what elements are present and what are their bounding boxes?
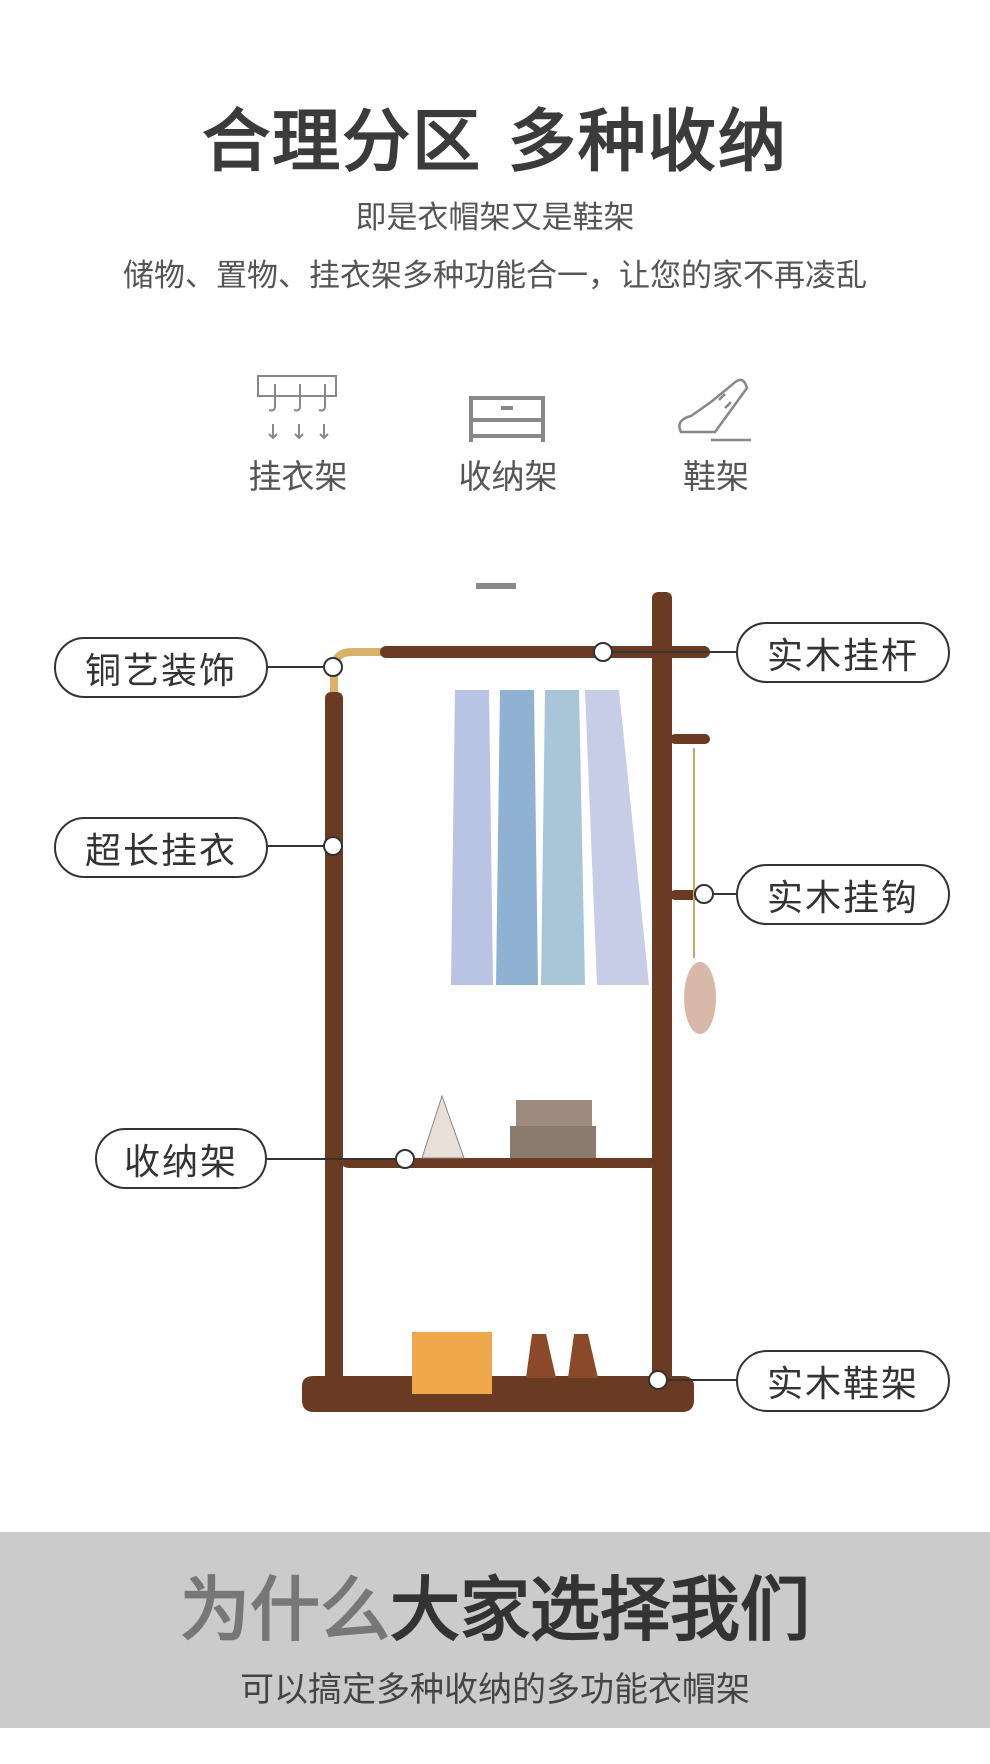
bag xyxy=(421,1094,465,1159)
callout-copper: 铜艺装饰 xyxy=(54,637,268,698)
subtitle-2: 储物、置物、挂衣架多种功能合一，让您的家不再凌乱 xyxy=(123,258,867,294)
title-dark: 大家选择我们 xyxy=(390,1569,810,1651)
shoe-icon xyxy=(678,378,751,442)
shoe-base xyxy=(302,1376,694,1412)
handbag xyxy=(684,962,716,1034)
why-us-title: 为什么大家选择我们 xyxy=(0,1554,990,1655)
callout-shoe-rack: 实木鞋架 xyxy=(736,1350,950,1412)
callout-storage: 收纳架 xyxy=(95,1128,267,1189)
left-post xyxy=(325,692,343,1384)
box xyxy=(516,1100,592,1126)
subtitle-1: 即是衣帽架又是鞋架 xyxy=(355,200,635,236)
shirts xyxy=(451,690,649,985)
why-us-banner: 为什么大家选择我们 可以搞定多种收纳的多功能衣帽架 xyxy=(0,1532,990,1728)
shoe-box xyxy=(412,1332,492,1394)
callout-wood-hook: 实木挂钩 xyxy=(736,864,950,925)
page-title: 合理分区 多种收纳 xyxy=(202,103,788,182)
callout-long-hang: 超长挂衣 xyxy=(54,817,268,878)
storage-shelf xyxy=(340,1158,660,1168)
feature-coat-rack: 挂衣架 xyxy=(218,372,378,498)
shoe xyxy=(526,1334,556,1378)
feature-label: 鞋架 xyxy=(683,457,749,496)
feature-storage: 收纳架 xyxy=(428,372,588,498)
title-light: 为什么 xyxy=(180,1569,390,1651)
feature-shoe: 鞋架 xyxy=(636,372,796,498)
lower-hook xyxy=(670,890,700,900)
storage-cabinet-icon xyxy=(469,396,545,442)
shoe xyxy=(568,1334,598,1378)
hanging-rod xyxy=(380,646,710,658)
right-post xyxy=(652,592,672,1384)
feature-label: 挂衣架 xyxy=(248,457,348,496)
feature-label: 收纳架 xyxy=(458,457,558,496)
callout-lines xyxy=(267,651,736,1381)
callout-dots xyxy=(323,642,714,1390)
hook-piece xyxy=(476,583,516,589)
box xyxy=(510,1126,596,1158)
callout-wood-rod: 实木挂杆 xyxy=(736,622,950,683)
upper-hook xyxy=(670,734,710,744)
why-us-subtitle: 可以搞定多种收纳的多功能衣帽架 xyxy=(240,1670,750,1710)
coat-hook-icon xyxy=(257,375,337,440)
